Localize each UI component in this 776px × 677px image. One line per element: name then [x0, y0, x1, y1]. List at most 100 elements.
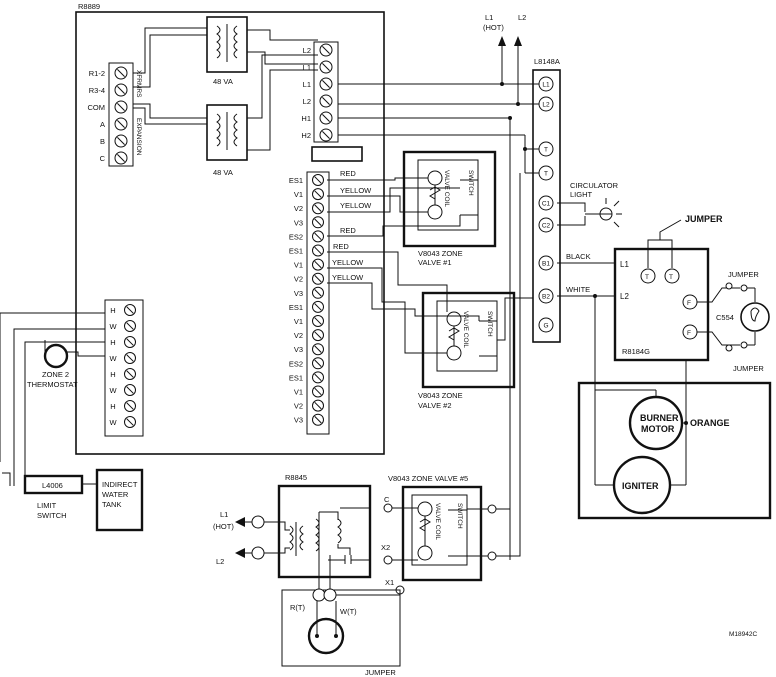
r8184g-l2: L2 — [620, 292, 629, 301]
r8845-wt-label: W(T) — [340, 607, 357, 616]
z1-yellow1-label: YELLOW — [340, 186, 372, 195]
zone-terminal-3: V3 — [294, 216, 324, 229]
r8889-label: R8889 — [78, 2, 100, 11]
thermostat-terminal-3-label: W — [109, 354, 117, 363]
zone-terminal-17-label: V3 — [294, 416, 303, 425]
zone-terminal-0: ES1 — [289, 174, 324, 186]
l8148a-terminal-label-0: L1 — [542, 82, 550, 89]
zone-terminal-4-label: ES2 — [289, 232, 303, 241]
r8184g-t1-label: T — [645, 274, 649, 281]
right-top-terminal-3-label: L2 — [303, 97, 311, 106]
l8148a-terminal-label-8: G — [543, 323, 548, 330]
svg-text:SWITCH: SWITCH — [486, 311, 493, 337]
z1-red2-label: RED — [340, 226, 356, 235]
left-terminal-4-label: B — [100, 137, 105, 146]
svg-text:VALVE COIL: VALVE COIL — [462, 311, 469, 348]
right-top-terminal-5-label: H2 — [301, 131, 311, 140]
r8845-l2: L2 — [216, 557, 224, 566]
zone-terminal-12-label: V3 — [294, 345, 303, 354]
zone-terminal-16: V2 — [294, 399, 324, 412]
zone-terminal-2-label: V2 — [294, 204, 303, 213]
supply-l2-label: L2 — [518, 13, 526, 22]
zone-terminal-6: V1 — [294, 258, 324, 271]
thermostat-terminal-2-label: H — [110, 338, 115, 347]
r8845-hot: (HOT) — [213, 522, 234, 531]
l8148a-terminal-label-6: B1 — [542, 261, 550, 268]
black-wire-label: BLACK — [566, 252, 591, 261]
thermostat-terminal-5-label: W — [109, 386, 117, 395]
z2-yellow1-label: YELLOW — [332, 258, 364, 267]
transformer-1 — [206, 16, 248, 73]
left-terminal-3: A — [100, 117, 128, 131]
expansion-label: EXPANSION — [135, 118, 142, 156]
r8845-wt-terminal — [323, 588, 337, 602]
valve5-label: V8043 ZONE VALVE #5 — [388, 474, 468, 483]
limit-switch-label-2: SWITCH — [37, 511, 67, 520]
thermostat-terminal-7-label: W — [109, 418, 117, 427]
right-top-terminal-2: L1 — [303, 77, 333, 91]
r8845-l1: L1 — [220, 510, 228, 519]
circulator-label-1: CIRCULATOR — [570, 181, 619, 190]
left-terminal-2: COM — [88, 100, 128, 114]
r8845-c-label: C — [384, 495, 390, 504]
r8184g-box — [613, 247, 710, 362]
burner-box — [577, 381, 772, 520]
fuse-block — [311, 146, 363, 162]
zone-terminal-14-label: ES1 — [289, 373, 303, 382]
r8845-thermostat-frame — [281, 589, 401, 667]
zone-terminal-16-label: V2 — [294, 402, 303, 411]
thermostat-terminal-7: W — [109, 416, 136, 428]
thermostat-terminal-6-label: H — [110, 402, 115, 411]
zone-terminal-9: ES1 — [289, 300, 324, 313]
r8845-x1-label: X1 — [385, 578, 394, 587]
thermostat-terminal-6: H — [110, 400, 136, 412]
zone-terminal-4: ES2 — [289, 230, 324, 243]
l8148a-terminal-3: T — [538, 165, 554, 181]
r8184g-t2-terminal — [664, 268, 680, 284]
z2-yellow2-label: YELLOW — [332, 273, 364, 282]
r8184g-t1-terminal — [640, 268, 656, 284]
zone-terminal-13: ES2 — [289, 357, 324, 370]
r8184g-f1-label: F — [687, 300, 691, 307]
zone-terminal-1-label: V1 — [294, 190, 303, 199]
svg-text:SWITCH: SWITCH — [456, 503, 463, 529]
right-top-terminal-4: H1 — [301, 111, 333, 125]
left-terminal-1: R3-4 — [89, 83, 128, 97]
l8148a-terminal-0: L1 — [538, 76, 554, 92]
zone-terminal-8-label: V3 — [294, 289, 303, 298]
zone-terminal-0-label: ES1 — [289, 176, 303, 185]
zone-terminal-3-label: V3 — [294, 218, 303, 227]
zone-terminal-12: V3 — [294, 343, 324, 356]
zone-terminal-2: V2 — [294, 202, 324, 215]
zone-terminal-10: V1 — [294, 315, 324, 327]
zone-valve-5: VALVE COIL SWITCH — [401, 485, 483, 582]
l8148a-terminal-label-4: C1 — [542, 201, 551, 208]
z1-red-label: RED — [340, 169, 356, 178]
left-terminal-5: C — [100, 151, 128, 165]
l8148a-terminal-2: T — [538, 141, 554, 157]
thermostat-terminal-2: H — [110, 336, 136, 348]
right-top-terminal-5: H2 — [301, 128, 333, 142]
zone-terminal-14: ES1 — [289, 371, 324, 384]
l8148a-terminal-4: C1 — [538, 195, 554, 211]
zone-terminal-10-label: V1 — [294, 317, 303, 326]
supply-l1-arrow — [498, 36, 506, 46]
transformer-2-label: 48 VA — [213, 168, 233, 177]
l8148a-terminal-7: B2 — [538, 288, 554, 304]
left-terminal-strip — [108, 62, 134, 167]
thermostat-terminal-0: H — [110, 304, 136, 316]
l8148a-terminal-label-5: C2 — [542, 223, 551, 230]
zone-terminal-11-label: V2 — [294, 331, 303, 340]
right-top-terminal-1-label: L1 — [303, 63, 311, 72]
zone-valve-1: VALVE COIL SWITCH — [402, 150, 497, 248]
zone-terminal-15-label: V1 — [294, 388, 303, 397]
zone2-thermostat-icon — [43, 343, 69, 369]
circulator-lamp-icon — [585, 198, 622, 228]
right-top-terminal-strip — [313, 41, 339, 143]
burner-motor — [628, 395, 684, 451]
r8845-jumper-label: JUMPER — [365, 668, 396, 677]
zone2-thermostat-label-2: THERMOSTAT — [27, 380, 78, 389]
l8148a-terminal-label-7: B2 — [542, 294, 550, 301]
